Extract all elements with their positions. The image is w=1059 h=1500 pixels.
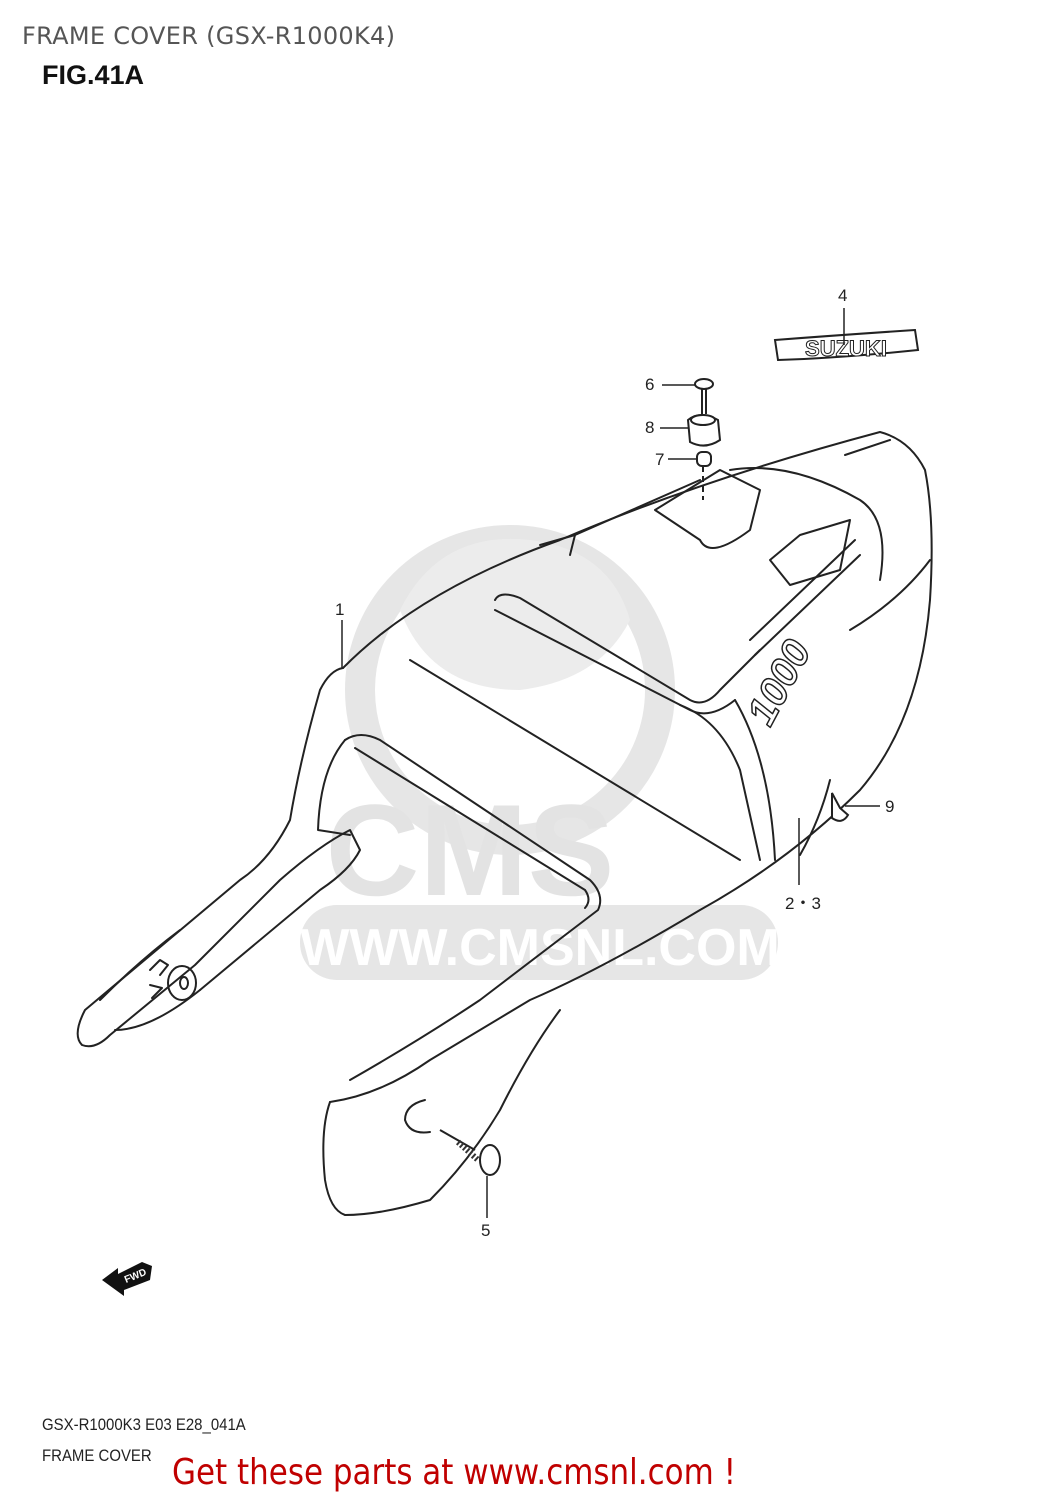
callout-7: 7 [655,450,665,469]
figure-number: FIG.41A [42,60,145,90]
diagram-code: GSX-R1000K3 E03 E28_041A [42,1415,246,1434]
cms-watermark: CMS WWW.CMSNL.COM [300,525,780,980]
diagram-name: FRAME COVER [42,1446,152,1465]
leader-lines [341,308,880,1218]
callout-2-3: 2・3 [785,894,821,913]
callout-8: 8 [645,418,655,437]
callout-1: 1 [335,600,345,619]
callout-4: 4 [838,286,848,305]
suzuki-emblem: SUZUKI [773,328,920,362]
promo-link[interactable]: Get these parts at www.cmsnl.com ! [172,1452,736,1493]
watermark-logo-text: CMS [326,777,615,923]
cover-badge-text: 1000 [739,633,820,732]
frame-cover-drawing: 1000 [76,431,933,1216]
hardware-parts [439,378,850,1176]
callout-6: 6 [645,375,655,394]
callout-5: 5 [481,1221,491,1240]
fwd-arrow-icon: FWD [102,1262,152,1296]
watermark-url-text: WWW.CMSNL.COM [300,919,779,977]
callout-9: 9 [885,797,895,816]
suzuki-emblem-text: SUZUKI [805,336,887,361]
page-title: FRAME COVER (GSX-R1000K4) [22,22,396,50]
